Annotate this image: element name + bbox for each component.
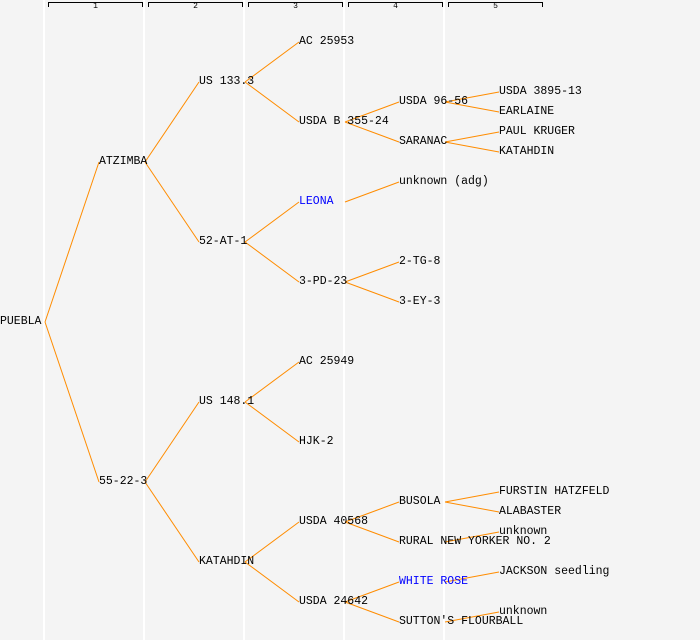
pedigree-link: [444, 491, 500, 503]
generation-number: 5: [493, 2, 498, 11]
pedigree-node[interactable]: US 133.3: [199, 75, 255, 88]
pedigree-link: [344, 601, 400, 623]
pedigree-node[interactable]: USDA 24642: [299, 595, 369, 608]
pedigree-node[interactable]: USDA 96-56: [399, 95, 469, 108]
pedigree-link: [244, 81, 300, 123]
pedigree-link: [344, 521, 400, 543]
pedigree-link: [344, 181, 400, 203]
pedigree-link: [344, 281, 400, 303]
pedigree-link: [244, 401, 300, 443]
generation-number: 3: [293, 2, 298, 11]
pedigree-node[interactable]: PAUL KRUGER: [499, 125, 575, 138]
pedigree-node[interactable]: USDA B 355-24: [299, 115, 389, 128]
column-separator: [43, 0, 45, 640]
column-separator: [343, 0, 345, 640]
pedigree-link: [444, 91, 500, 103]
pedigree-node[interactable]: ATZIMBA: [99, 155, 148, 168]
pedigree-link: [44, 321, 100, 483]
pedigree-node[interactable]: JACKSON seedling: [499, 565, 610, 578]
pedigree-node[interactable]: LEONA: [299, 195, 334, 208]
pedigree-link: [444, 571, 500, 583]
pedigree-node[interactable]: USDA 3895-13: [499, 85, 582, 98]
generation-number: 2: [193, 2, 198, 11]
pedigree-node[interactable]: SARANAC: [399, 135, 448, 148]
pedigree-node[interactable]: USDA 40568: [299, 515, 369, 528]
pedigree-node[interactable]: US 148.1: [199, 395, 255, 408]
pedigree-link: [244, 361, 300, 403]
pedigree-link: [144, 161, 200, 243]
pedigree-node[interactable]: unknown: [499, 525, 548, 538]
pedigree-node[interactable]: HJK-2: [299, 435, 334, 448]
generation-number: 4: [393, 2, 398, 11]
pedigree-node[interactable]: AC 25949: [299, 355, 355, 368]
pedigree-node[interactable]: KATAHDIN: [499, 145, 555, 158]
pedigree-link: [244, 561, 300, 603]
pedigree-link: [144, 481, 200, 563]
pedigree-node[interactable]: KATAHDIN: [199, 555, 255, 568]
pedigree-link: [444, 131, 500, 143]
pedigree-link: [344, 101, 400, 123]
pedigree-link: [244, 201, 300, 243]
pedigree-link: [444, 501, 500, 513]
pedigree-link: [244, 521, 300, 563]
generation-bracket: [448, 2, 543, 7]
pedigree-node[interactable]: PUEBLA: [0, 315, 42, 328]
column-separator: [143, 0, 145, 640]
pedigree-node[interactable]: FURSTIN HATZFELD: [499, 485, 610, 498]
pedigree-node[interactable]: BUSOLA: [399, 495, 441, 508]
pedigree-link: [244, 41, 300, 83]
pedigree-link: [144, 401, 200, 483]
pedigree-link: [444, 611, 500, 623]
pedigree-link: [444, 101, 500, 113]
generation-number: 1: [93, 2, 98, 11]
generation-bracket: [48, 2, 143, 7]
column-separator: [243, 0, 245, 640]
pedigree-link: [344, 501, 400, 523]
pedigree-node[interactable]: 3-EY-3: [399, 295, 441, 308]
generation-bracket: [348, 2, 443, 7]
pedigree-link: [344, 581, 400, 603]
pedigree-node[interactable]: EARLAINE: [499, 105, 555, 118]
generation-bracket: [248, 2, 343, 7]
pedigree-link: [244, 241, 300, 283]
pedigree-node[interactable]: WHITE ROSE: [399, 575, 469, 588]
pedigree-node[interactable]: 52-AT-1: [199, 235, 248, 248]
pedigree-node[interactable]: AC 25953: [299, 35, 355, 48]
pedigree-link: [344, 121, 400, 143]
pedigree-link: [144, 81, 200, 163]
pedigree-node[interactable]: RURAL NEW YORKER NO. 2: [399, 535, 551, 548]
pedigree-node[interactable]: 3-PD-23: [299, 275, 348, 288]
pedigree-link: [444, 531, 500, 543]
column-separator: [443, 0, 445, 640]
pedigree-node[interactable]: unknown (adg): [399, 175, 489, 188]
pedigree-node[interactable]: unknown: [499, 605, 548, 618]
pedigree-link: [44, 161, 100, 323]
pedigree-node[interactable]: ALABASTER: [499, 505, 562, 518]
pedigree-link: [444, 141, 500, 153]
pedigree-node[interactable]: 55-22-3: [99, 475, 148, 488]
generation-bracket: [148, 2, 243, 7]
pedigree-node[interactable]: 2-TG-8: [399, 255, 441, 268]
pedigree-node[interactable]: SUTTON'S FLOURBALL: [399, 615, 524, 628]
pedigree-link: [344, 261, 400, 283]
